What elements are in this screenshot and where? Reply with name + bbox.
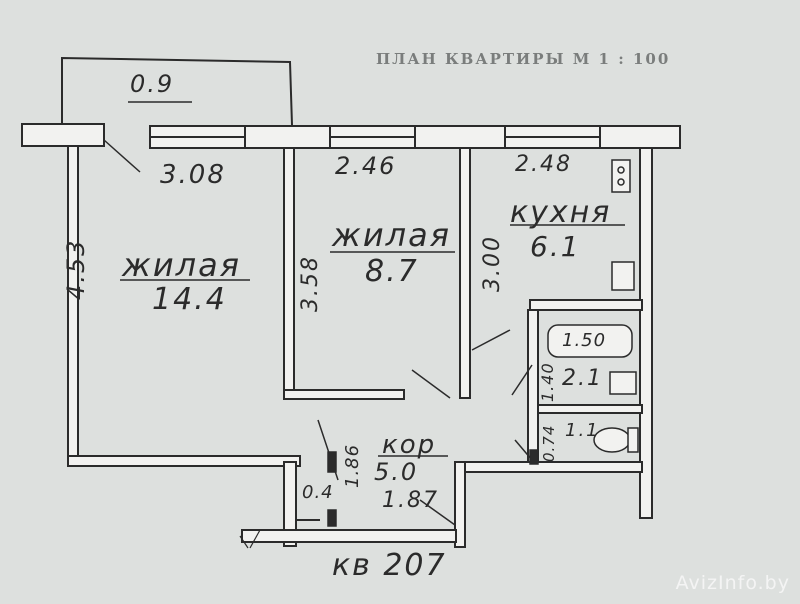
apartment-label: кв 207 <box>332 548 447 583</box>
room-kitchen-name: кухня <box>510 195 612 230</box>
exterior-wall-left <box>67 145 79 467</box>
wall-bottom-small <box>283 389 405 400</box>
wall-bottom-large <box>67 455 301 467</box>
room-corridor-name: кор <box>382 430 437 460</box>
partition-large-small <box>283 147 295 399</box>
dim-corridor-height: 1.86 <box>342 443 363 488</box>
room-living-small-name: жилая <box>332 216 451 254</box>
dim-wc-length: 0.74 <box>540 424 558 462</box>
dim-small-length: 3.58 <box>298 255 323 312</box>
door-swing-bath <box>511 364 533 396</box>
room-bathroom-area: 2.1 <box>562 366 603 391</box>
entry-wall <box>241 529 457 543</box>
balcony-area: 0.9 <box>130 70 175 98</box>
dim-tub: 1.50 <box>562 330 607 351</box>
sink-icon <box>611 261 635 291</box>
room-kitchen-area: 6.1 <box>530 230 581 263</box>
room-toilet-area: 1.1 <box>565 420 600 441</box>
exterior-wall-right <box>639 147 653 519</box>
watermark: AvizInfo.by <box>675 572 790 594</box>
dim-large-width: 3.08 <box>160 160 226 190</box>
balcony-outline <box>61 56 293 126</box>
room-closet-area: 0.4 <box>302 482 334 503</box>
dim-corridor-width: 1.87 <box>382 488 439 513</box>
wall-stub-left <box>21 123 105 147</box>
washbasin-icon <box>609 371 637 395</box>
door-swing-entry <box>419 499 456 526</box>
door-swing-small <box>411 369 451 399</box>
partition-bath <box>527 309 539 471</box>
dim-kitchen-length: 3.00 <box>480 235 505 292</box>
dim-small-width: 2.46 <box>335 152 397 180</box>
room-living-large-area: 14.4 <box>152 282 227 317</box>
dim-bath-length: 1.40 <box>538 362 557 402</box>
stove-icon <box>611 159 631 193</box>
bathtub-icon <box>547 324 633 358</box>
wall-wc-bottom <box>461 461 643 473</box>
dim-large-length: 4.53 <box>62 238 90 300</box>
wall-bath-wc <box>537 404 643 414</box>
room-living-small-area: 8.7 <box>365 254 419 289</box>
room-corridor-area: 5.0 <box>374 458 419 486</box>
door-swing-large <box>103 139 141 173</box>
corridor-wall-right <box>454 461 466 548</box>
door-swing-kitchen <box>471 329 511 351</box>
dim-kitchen-width: 2.48 <box>515 152 572 177</box>
partition-small-kitchen <box>459 147 471 399</box>
closet-wall <box>283 461 297 547</box>
room-living-large-name: жилая <box>122 246 241 284</box>
wall-kitchen-bottom <box>529 299 643 311</box>
door-swing-wc <box>514 439 533 461</box>
plan-title: ПЛАН КВАРТИРЫ М 1 : 100 <box>376 50 671 68</box>
